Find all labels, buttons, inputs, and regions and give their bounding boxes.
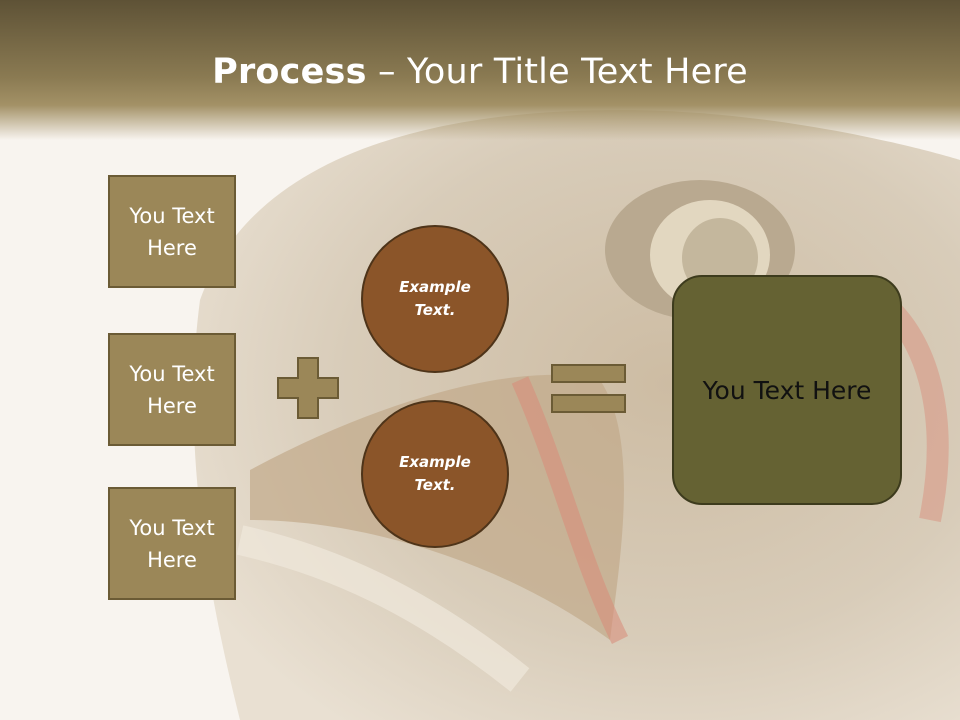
equals-bar-top xyxy=(551,364,626,383)
left-text-box-2[interactable]: You Text Here xyxy=(108,333,236,446)
result-label: You Text Here xyxy=(702,375,872,405)
result-box[interactable]: You Text Here xyxy=(672,275,902,505)
example-circle-2[interactable]: Example Text. xyxy=(361,400,509,548)
title-rest: – Your Title Text Here xyxy=(366,52,748,92)
left-text-box-label: You Text Here xyxy=(129,361,215,418)
title-bold: Process xyxy=(212,52,367,92)
left-text-box-label: You Text Here xyxy=(129,203,215,260)
left-text-box-label: You Text Here xyxy=(129,515,215,572)
example-circle-label: Example Text. xyxy=(399,453,471,494)
example-circle-1[interactable]: Example Text. xyxy=(361,225,509,373)
equals-bar-bottom xyxy=(551,394,626,413)
left-text-box-3[interactable]: You Text Here xyxy=(108,487,236,600)
left-text-box-1[interactable]: You Text Here xyxy=(108,175,236,288)
title-bar xyxy=(0,0,960,140)
example-circle-label: Example Text. xyxy=(399,278,471,319)
slide-title: Process – Your Title Text Here xyxy=(0,52,960,92)
plus-icon xyxy=(277,357,339,419)
